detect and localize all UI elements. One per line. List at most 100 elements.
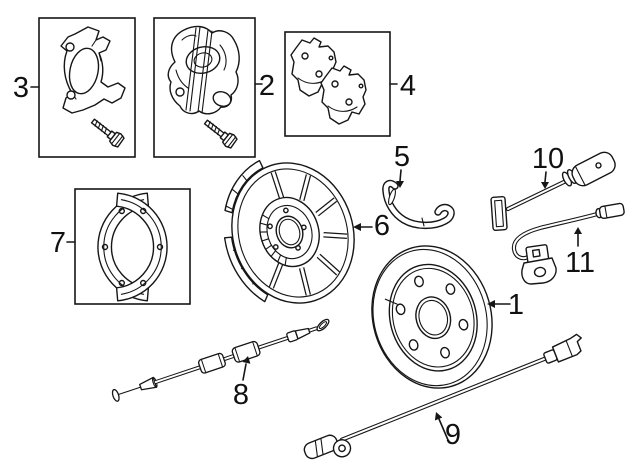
- sensor-connector-plug: [551, 333, 582, 363]
- callout-8-label[interactable]: 8: [233, 379, 249, 411]
- rotor-face-tick: [384, 298, 398, 305]
- part-9-abs-speed-sensor[interactable]: [301, 333, 590, 469]
- shoe-left-hole-3: [118, 279, 126, 287]
- shield-bolt-holes: [267, 207, 307, 251]
- rotor-edge-thickness: [372, 248, 488, 387]
- cable-end-rod: [117, 386, 142, 396]
- lead-cable: [511, 210, 604, 261]
- callout-10-line: [544, 171, 547, 183]
- callout-3-label[interactable]: 3: [13, 72, 29, 104]
- caliper-lower-lobe: [212, 91, 232, 107]
- callout-1-label[interactable]: 1: [508, 289, 524, 321]
- callout-1-arrowhead: [487, 300, 495, 308]
- shoe-right-hole-2: [156, 243, 164, 251]
- wear-sensor-connector-barrel: [571, 151, 616, 187]
- lead-bracket: [521, 244, 557, 285]
- callout-11: 11: [565, 227, 595, 279]
- callout-6-label[interactable]: 6: [374, 210, 390, 242]
- part-7-parking-brake-shoes[interactable]: [74, 188, 191, 305]
- cable-eyelet-inner: [318, 321, 328, 330]
- callout-11-label[interactable]: 11: [565, 247, 595, 279]
- lead-connector: [595, 202, 625, 220]
- part-5-brake-hose[interactable]: [382, 179, 455, 230]
- shield-spokes: [268, 171, 348, 296]
- callouts: 1 2 3 4 5 6 7 8: [13, 70, 595, 451]
- hose-band-tick: [421, 217, 425, 227]
- rotor-face-ring-outer: [388, 263, 478, 372]
- cable-eyelet: [316, 318, 330, 332]
- wear-sensor-paddle-inner: [494, 199, 504, 228]
- callout-6: 6: [353, 210, 390, 242]
- callout-9-arrowhead: [434, 412, 443, 421]
- callout-9-label[interactable]: 9: [445, 419, 461, 451]
- shoe-right-hole-1: [139, 207, 147, 215]
- rotor-center-bore: [415, 296, 452, 340]
- callout-10: 10: [532, 143, 564, 189]
- hose-end-slit: [388, 188, 396, 206]
- callout-5-arrowhead: [396, 181, 404, 188]
- cable-end-button: [111, 388, 120, 402]
- sensor-ear-hole: [338, 444, 346, 453]
- bracket-hole-top: [65, 42, 75, 52]
- sensor-head-body: [303, 434, 339, 460]
- callout-3: 3: [13, 72, 40, 104]
- callout-2: 2: [254, 70, 275, 102]
- shield-hub-hatch: [259, 214, 287, 266]
- caliper-bridge-bars: [185, 26, 213, 114]
- callout-2-label[interactable]: 2: [259, 70, 275, 102]
- caliper-hole: [175, 87, 185, 97]
- sensor-cable: [339, 356, 548, 442]
- brake-shoe-left: [97, 192, 150, 302]
- callout-7-label[interactable]: 7: [50, 227, 66, 259]
- callout-11-arrowhead: [574, 227, 582, 234]
- cable-conduit-fitting-1: [197, 352, 226, 374]
- part-1-brake-rotor[interactable]: [355, 232, 508, 403]
- caliper-piston-inner: [193, 52, 213, 68]
- sensor-head-hatch: [314, 437, 324, 458]
- callout-5: 5: [394, 141, 410, 188]
- callout-5-line: [399, 169, 402, 182]
- sensor-plug-step: [565, 340, 573, 358]
- callout-10-arrowhead: [541, 182, 549, 189]
- part-6-dust-shield[interactable]: [204, 139, 372, 321]
- cable-barrel-lines: [234, 341, 258, 363]
- part-2-brake-caliper[interactable]: [153, 17, 256, 158]
- part-10-wear-sensor[interactable]: [490, 149, 618, 231]
- rotor-center-bore-inner: [418, 299, 449, 336]
- callout-4-label[interactable]: 4: [400, 70, 416, 102]
- callout-5-label[interactable]: 5: [394, 141, 410, 173]
- callout-8-line: [242, 363, 247, 381]
- bracket-opening: [68, 47, 100, 95]
- cable-runs: [153, 326, 319, 385]
- sensor-mounting-ear: [332, 439, 352, 458]
- callout-9: 9: [434, 412, 461, 451]
- hose-tube-inner: [383, 181, 454, 228]
- part-11-sensor-lead[interactable]: [511, 202, 625, 285]
- caliper-piston-bore: [185, 45, 221, 75]
- callout-9-line: [438, 418, 449, 441]
- callout-1: 1: [487, 289, 524, 321]
- callout-10-label[interactable]: 10: [532, 143, 564, 175]
- callout-7: 7: [50, 227, 76, 259]
- wear-sensor-cable: [505, 178, 569, 212]
- shield-flange-strip-top: [224, 159, 264, 214]
- shoe-right-hole-3: [139, 279, 147, 287]
- shoe-left-hole-1: [118, 207, 126, 215]
- cable-end-cone: [294, 327, 311, 340]
- rotor-lug-holes: [395, 275, 469, 359]
- shoe-left-hole-2: [101, 243, 109, 251]
- caliper-detail-curves: [175, 34, 227, 89]
- callout-6-arrowhead: [353, 223, 361, 231]
- brake-shoe-right: [115, 192, 168, 302]
- shield-flange-strip-bottom: [223, 236, 269, 303]
- part-4-brake-pads[interactable]: [284, 31, 391, 137]
- callout-8: 8: [233, 356, 251, 411]
- part-3-caliper-bracket[interactable]: [38, 17, 136, 158]
- brake-shoe-right-lining-edge: [120, 199, 162, 295]
- callout-4: 4: [389, 70, 416, 102]
- cable-fitting-1-lines: [200, 353, 224, 374]
- bracket-hole-bottom: [66, 90, 76, 100]
- part-8-parking-brake-cable[interactable]: [111, 316, 334, 403]
